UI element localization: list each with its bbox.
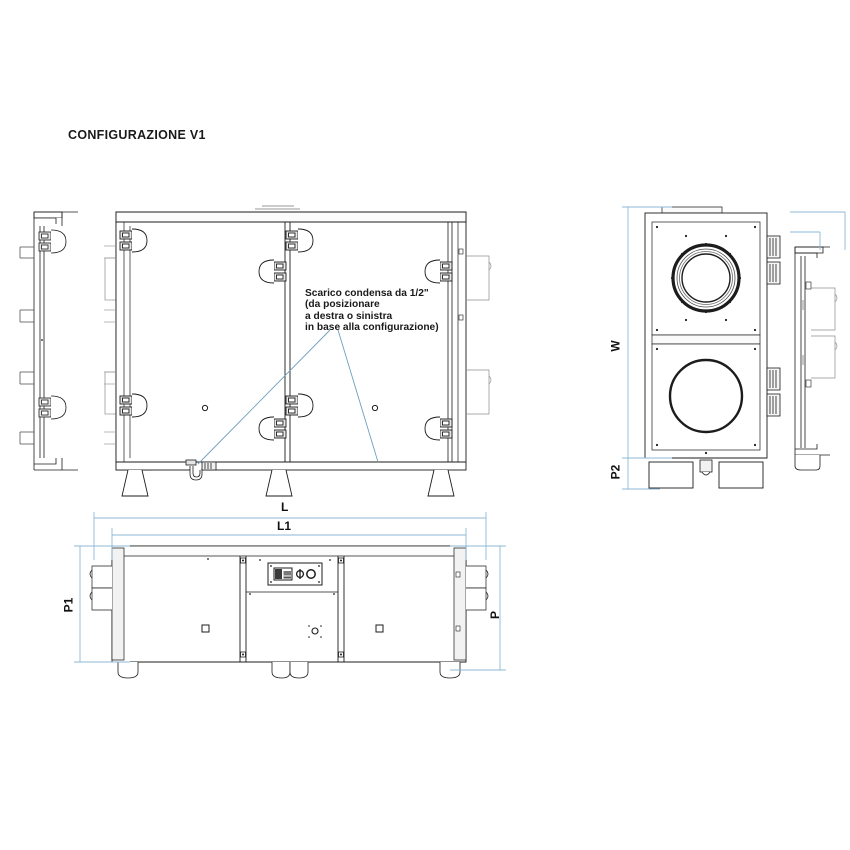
duct-flange	[89, 565, 112, 611]
callout-leader-lines	[197, 329, 379, 465]
clamp-bracket	[285, 393, 314, 418]
clamp-bracket	[38, 395, 67, 420]
right-end-view	[644, 206, 781, 489]
support-leg	[427, 469, 455, 497]
duct-flange	[766, 235, 781, 285]
callout-line-3: a destra o sinistra	[305, 310, 393, 322]
center-fitting	[308, 625, 322, 638]
dimension-lines	[74, 206, 846, 671]
clamp-bracket	[285, 228, 314, 253]
fan-opening-lower	[668, 358, 744, 434]
clamp-bracket	[119, 228, 148, 253]
support-leg	[121, 469, 149, 497]
right-profile-view	[794, 246, 838, 471]
clamp-bracket	[424, 416, 453, 441]
bottom-front-elevation	[89, 545, 489, 679]
callout-line-4: in base alla configurazione)	[305, 322, 439, 334]
condensate-drain-siphon	[185, 459, 217, 481]
callout-line-2: (da posizionare	[305, 299, 380, 311]
clamp-bracket	[258, 259, 287, 284]
support-leg	[265, 469, 293, 497]
control-panel[interactable]	[267, 562, 323, 586]
clamp-bracket	[258, 416, 287, 441]
condensate-drain-callout: Scarico condensa da 1/2" (da posizionare…	[305, 288, 439, 334]
button-icon[interactable]	[306, 569, 316, 579]
clamp-bracket	[424, 259, 453, 284]
dimension-label-P2: P2	[608, 464, 623, 480]
knob-icon[interactable]	[295, 569, 305, 579]
dimension-label-P: P	[488, 610, 503, 620]
foot	[117, 662, 139, 679]
clamp-bracket	[38, 229, 67, 254]
duct-flange	[766, 367, 781, 417]
dimension-label-L1: L1	[277, 519, 292, 533]
dimension-label-W: W	[608, 340, 623, 352]
top-plan-view	[104, 205, 492, 497]
clamp-bracket	[119, 393, 148, 418]
dimension-label-L: L	[281, 500, 289, 514]
duct-flange	[466, 565, 489, 611]
page-title: CONFIGURAZIONE V1	[68, 128, 206, 142]
dimension-label-P1: P1	[61, 597, 76, 613]
drain-connector	[699, 459, 713, 476]
fan-opening-upper	[670, 234, 742, 322]
callout-line-1: Scarico condensa da 1/2"	[305, 288, 429, 299]
foot	[271, 662, 309, 679]
left-profile-a	[19, 211, 78, 471]
